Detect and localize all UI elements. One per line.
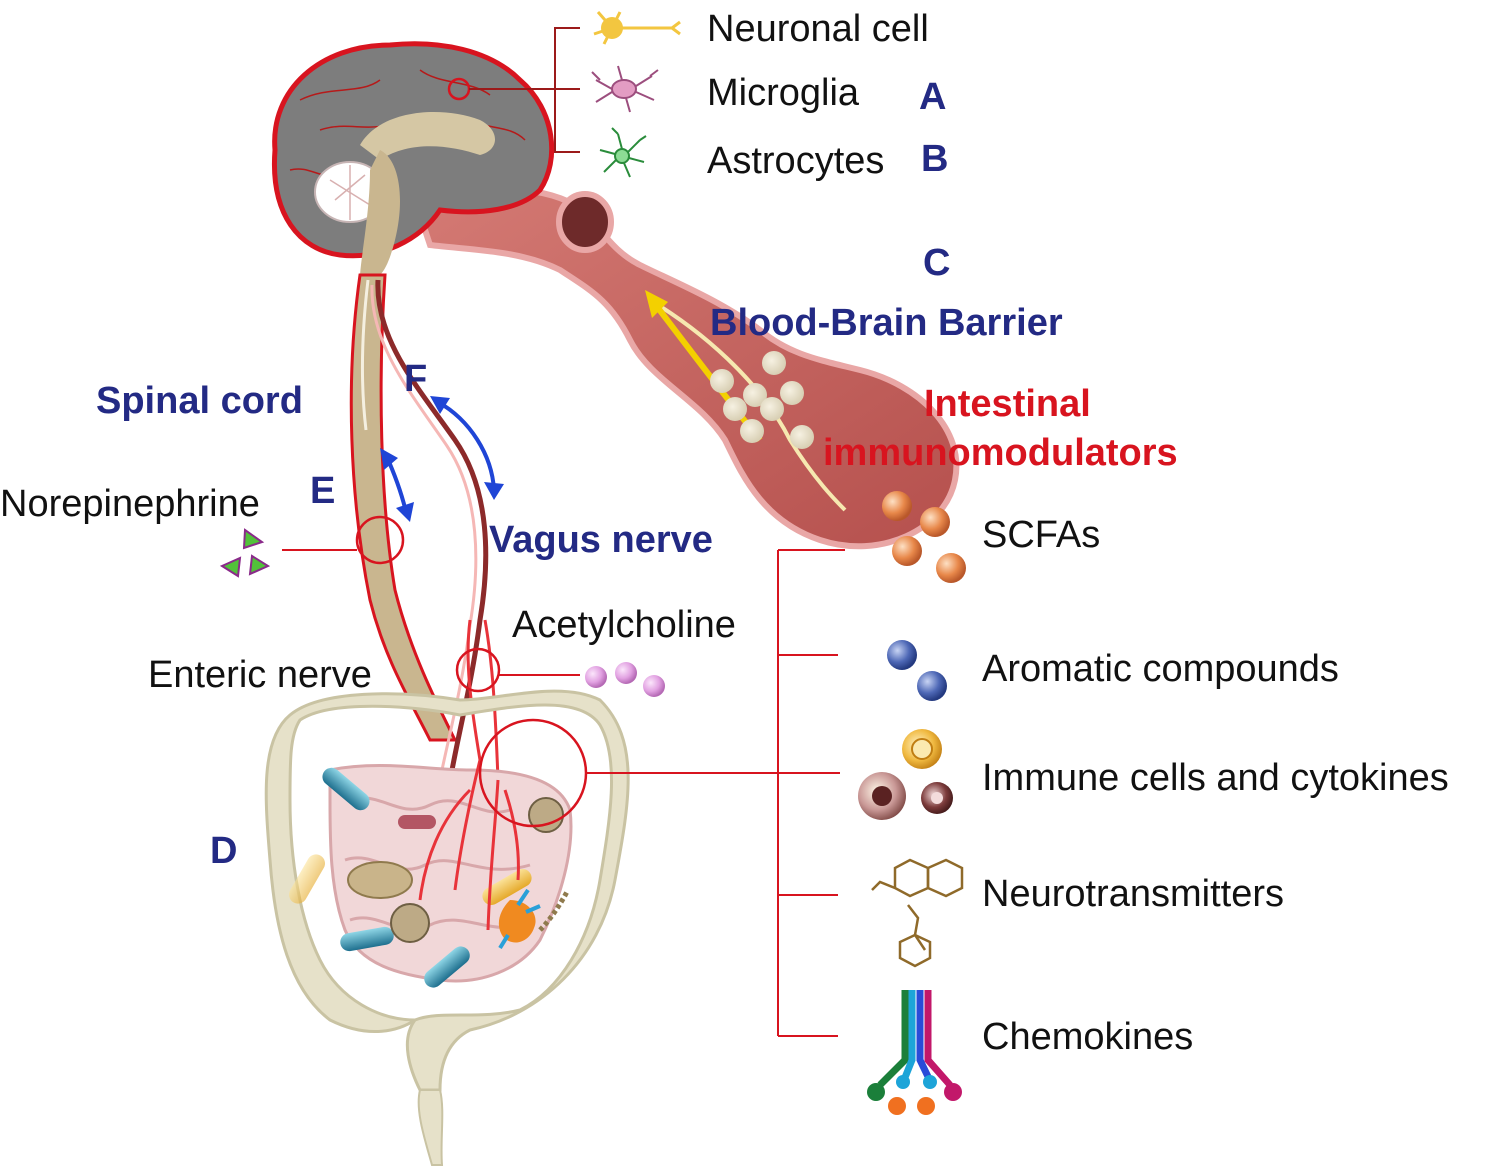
label-norepinephrine: Norepinephrine bbox=[0, 483, 260, 525]
label-immune-cells-cytokines: Immune cells and cytokines bbox=[982, 757, 1449, 799]
acetylcholine-callout-circle bbox=[455, 647, 501, 693]
arrow-f bbox=[437, 400, 496, 491]
norepinephrine-icon bbox=[219, 528, 271, 578]
label-astrocytes: Astrocytes bbox=[707, 140, 885, 182]
immune-cells-icon bbox=[858, 729, 953, 820]
label-intestinal: Intestinal bbox=[924, 383, 1091, 425]
arrow-f-head-top bbox=[430, 396, 450, 414]
norepinephrine-callout-circle bbox=[355, 515, 405, 565]
label-aromatic-compounds: Aromatic compounds bbox=[982, 648, 1339, 690]
label-blood-brain-barrier: Blood-Brain Barrier bbox=[710, 302, 1063, 344]
vessel-beads bbox=[710, 351, 814, 449]
letter-d: D bbox=[210, 830, 238, 872]
brain-cells-bracket bbox=[469, 27, 580, 153]
label-enteric-nerve: Enteric nerve bbox=[148, 654, 372, 696]
label-vagus-nerve: Vagus nerve bbox=[489, 519, 713, 561]
label-scfas: SCFAs bbox=[982, 514, 1101, 556]
letter-c: C bbox=[923, 242, 951, 284]
label-neuronal-cell: Neuronal cell bbox=[707, 8, 929, 50]
neurotransmitters-icon bbox=[871, 858, 964, 968]
label-neurotransmitters: Neurotransmitters bbox=[982, 873, 1284, 915]
acetylcholine-icon bbox=[585, 662, 665, 697]
arrow-e-head-bottom bbox=[396, 502, 414, 522]
letter-b: B bbox=[921, 138, 949, 180]
brain bbox=[271, 41, 555, 275]
label-immunomodulators: immunomodulators bbox=[823, 432, 1178, 474]
chemokines-icon bbox=[867, 990, 962, 1115]
label-microglia: Microglia bbox=[707, 72, 860, 114]
enteric-nerve bbox=[418, 759, 520, 931]
immunomodulator-bracket bbox=[777, 549, 845, 1037]
letter-f: F bbox=[404, 358, 428, 400]
gut-microbes bbox=[289, 767, 571, 988]
blood-vessel bbox=[416, 186, 960, 550]
microglia-icon bbox=[591, 65, 659, 113]
neuron-icon bbox=[593, 11, 681, 45]
label-chemokines: Chemokines bbox=[982, 1016, 1194, 1058]
letter-a: A bbox=[919, 76, 947, 118]
letter-e: E bbox=[310, 470, 336, 512]
arrow-f-head-bottom bbox=[484, 482, 504, 500]
astrocyte-icon bbox=[599, 127, 647, 178]
label-acetylcholine: Acetylcholine bbox=[512, 604, 736, 646]
intestine bbox=[264, 689, 630, 1166]
scfa-icon bbox=[882, 491, 966, 583]
label-spinal-cord: Spinal cord bbox=[96, 380, 303, 422]
aromatic-compounds-icon bbox=[887, 640, 947, 701]
arrow-e-head-top bbox=[380, 448, 398, 470]
